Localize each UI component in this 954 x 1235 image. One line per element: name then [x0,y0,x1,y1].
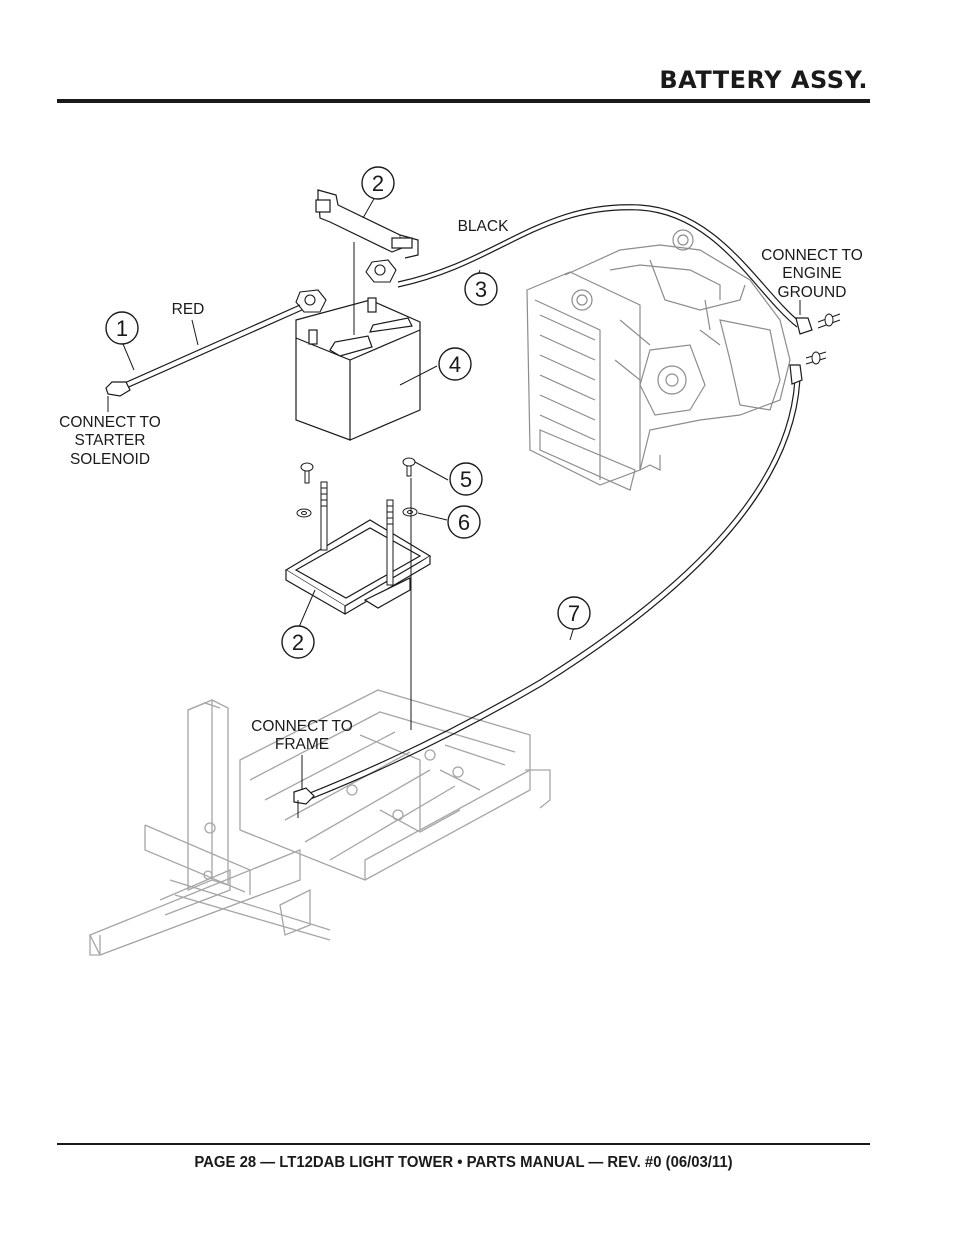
callout-4: 4 [449,352,461,377]
callout-2-tray: 2 [292,630,304,655]
label-engine-line2: ENGINE [782,265,841,282]
battery-terminals [295,259,397,313]
battery-tray [284,519,432,616]
callout-circle-6 [447,505,481,539]
label-frame-line1: CONNECT TO [251,718,353,735]
callout-circle-3 [464,272,498,306]
label-frame-line2: FRAME [275,736,329,753]
callouts [105,166,591,659]
cables [105,204,813,805]
callout-circle-7 [557,596,591,630]
battery [295,297,421,441]
label-starter-line3: SOLENOID [70,451,150,468]
header-rule [57,99,870,103]
label-engine-line3: GROUND [778,284,847,301]
callout-5: 5 [460,467,472,492]
callout-6: 6 [458,510,470,535]
label-red: RED [172,301,205,318]
diagram-labels: RED BLACK CONNECT TO STARTER SOLENOID CO… [59,218,863,753]
callout-circle-4 [438,347,472,381]
footer-rule [57,1143,870,1145]
callout-7: 7 [568,601,580,626]
hold-down-bracket [315,189,419,259]
callout-circle-1 [105,311,139,345]
callout-circle-2b [281,625,315,659]
page-title: BATTERY ASSY. [659,66,868,94]
callout-3: 3 [475,277,487,302]
hold-down-rods [320,481,394,586]
label-black: BLACK [458,218,509,235]
trailer-frame [89,689,551,956]
screws-and-washers [296,457,418,518]
ground-bolts [805,313,841,365]
callout-circle-5 [449,462,483,496]
callout-1: 1 [116,316,128,341]
callout-numbers: 1 2 3 4 5 6 2 7 [116,171,580,655]
label-starter-line1: CONNECT TO [59,414,161,431]
engine-assembly [526,229,791,491]
label-engine-line1: CONNECT TO [761,247,863,264]
callout-2-bracket: 2 [372,171,384,196]
page-footer: PAGE 28 — LT12DAB LIGHT TOWER • PARTS MA… [194,1154,733,1171]
label-starter-line2: STARTER [75,432,146,449]
callout-circle-2a [361,166,395,200]
